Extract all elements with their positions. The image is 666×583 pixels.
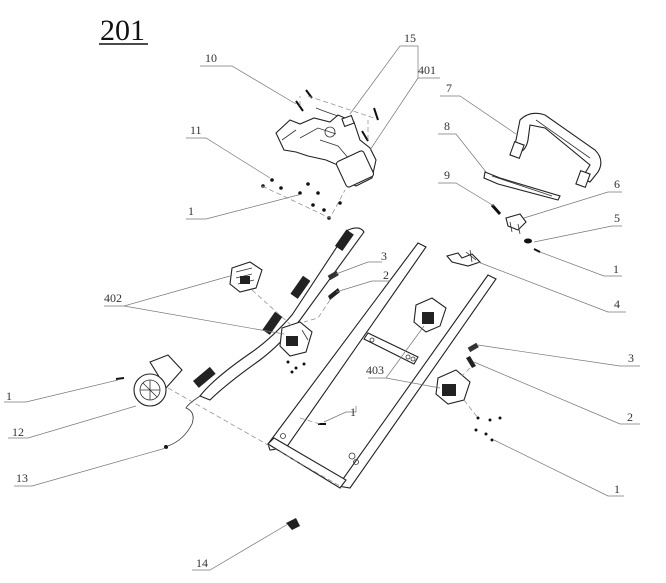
callout-1b: 1 (613, 262, 619, 276)
callout-15: 15 (404, 31, 416, 45)
leader-13 (14, 447, 167, 487)
leader-14 (192, 523, 289, 571)
leader-1c (493, 439, 624, 497)
linkage-bracket-4-part (446, 249, 482, 267)
spring-3-upper-part (327, 270, 339, 281)
leader-6 (523, 191, 622, 219)
leader-12 (8, 405, 137, 439)
leader-1e (4, 379, 119, 403)
pin-2-upper-part (328, 288, 340, 300)
callout-13: 13 (16, 471, 28, 485)
callout-10: 10 (205, 51, 217, 65)
leader-403 (368, 325, 441, 389)
leader-11 (186, 137, 271, 179)
callout-4: 4 (614, 297, 620, 311)
knob-assembly-402-upper (229, 261, 263, 293)
leader-4 (477, 261, 626, 313)
pin-2-right-part (466, 356, 476, 368)
spring-3-right-part (467, 342, 479, 353)
leader-5 (533, 225, 622, 243)
leader-3b (477, 344, 640, 367)
assembly-dash-lines (167, 289, 479, 487)
callout-3b: 3 (628, 351, 634, 365)
leader-2b (473, 361, 640, 425)
leader-7 (440, 95, 517, 135)
cable-clip-14-part (286, 518, 300, 530)
knob-assembly-402-lower (279, 321, 313, 374)
bracket-6-part (505, 213, 527, 235)
callout-403: 403 (366, 363, 384, 377)
knob-assembly-403-lower (435, 369, 502, 442)
handle-frame-part (267, 242, 497, 489)
bail-handle-part (509, 112, 602, 188)
leader-402 (104, 275, 285, 335)
leader-1a (186, 193, 303, 220)
small-screws-upper-left (261, 178, 346, 220)
callout-2b: 2 (627, 410, 633, 424)
callout-7: 7 (446, 81, 452, 95)
callout-1d: 1 (350, 405, 356, 419)
leader-1d (323, 406, 357, 423)
leader-8 (438, 133, 487, 173)
nut-5-part (524, 238, 541, 253)
lever-bar-part (483, 171, 561, 201)
leader-9 (438, 182, 495, 207)
callout-5: 5 (614, 211, 620, 225)
callout-402: 402 (104, 291, 122, 305)
leader-1b (539, 251, 622, 277)
callout-12: 12 (12, 425, 24, 439)
callout-3a: 3 (381, 249, 387, 263)
console-screws (295, 89, 379, 142)
callout-1c: 1 (614, 482, 620, 496)
callout-8: 8 (444, 119, 450, 133)
leader-2a (335, 280, 390, 293)
upper-tube-part (193, 227, 365, 401)
callout-401: 401 (418, 63, 436, 77)
diagram-title: 201 (100, 14, 145, 47)
cable-reel-12-part (133, 354, 183, 407)
callout-9: 9 (444, 168, 450, 182)
leader-401 (369, 46, 440, 151)
upper-console-part (275, 114, 377, 188)
callout-14: 14 (196, 556, 208, 570)
callout-6: 6 (614, 177, 620, 191)
leader-3a (335, 261, 382, 275)
leader-10 (200, 65, 297, 105)
callout-1e: 1 (6, 389, 12, 403)
callout-2a: 2 (383, 268, 389, 282)
screw-1-near-reel (115, 377, 125, 380)
cable-13-part (164, 395, 201, 449)
callout-1a: 1 (188, 204, 194, 218)
spring-9-part (490, 204, 502, 215)
callout-11: 11 (190, 123, 202, 137)
knob-assembly-403-upper (413, 297, 447, 333)
leader-15 (349, 45, 418, 115)
